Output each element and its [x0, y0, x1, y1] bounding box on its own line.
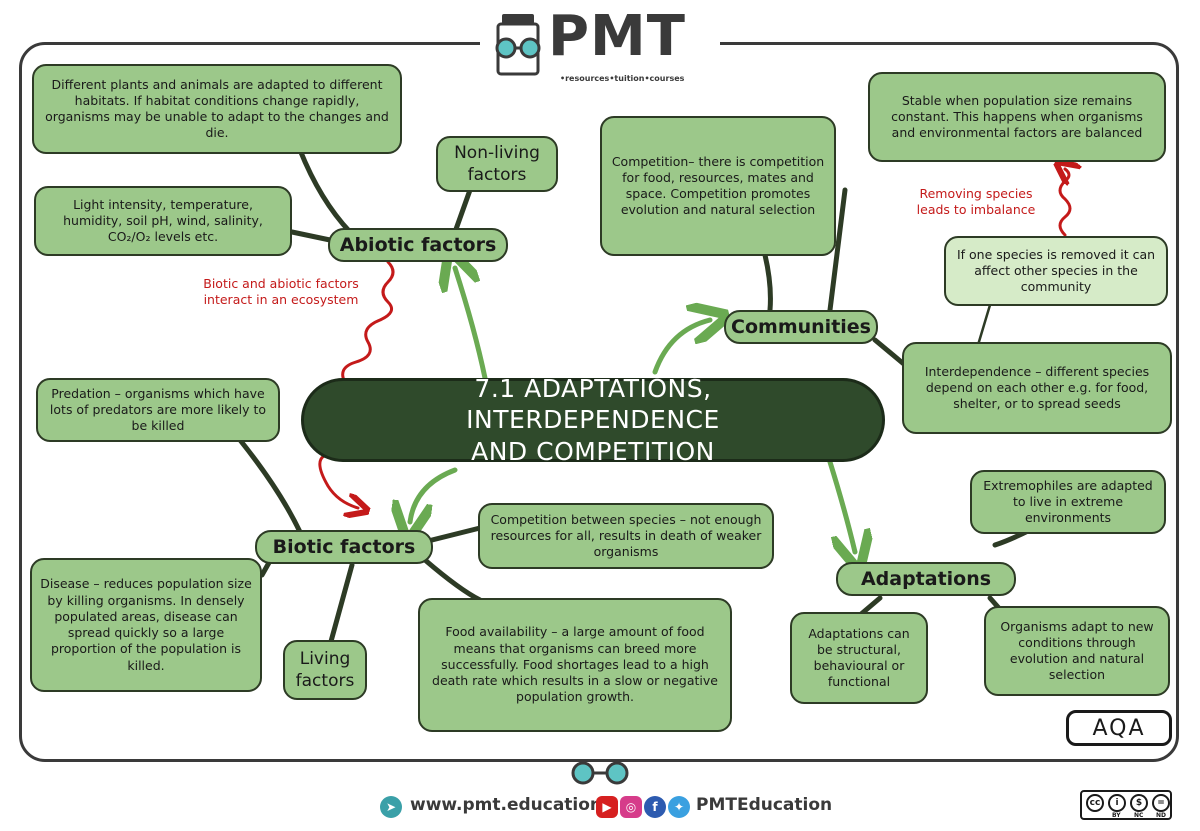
line-living [327, 562, 355, 648]
competition-species-box: Competition between species – not enough… [478, 503, 774, 569]
stable-text: Stable when population size remains cons… [891, 92, 1143, 141]
disease-box: Disease – reduces population size by kil… [30, 558, 262, 692]
twitter-icon[interactable]: ✦ [668, 796, 690, 818]
central-title-line2: AND COMPETITION [471, 436, 715, 466]
cc-label-nc: NC [1134, 812, 1144, 819]
abiotic-examples-box: Light intensity, temperature, humidity, … [34, 186, 292, 256]
adaptations-label: Adaptations [860, 568, 992, 590]
living-text: Living factors [295, 648, 355, 691]
adapt-evolve-box: Organisms adapt to new conditions throug… [984, 606, 1170, 696]
living-box: Living factors [283, 640, 367, 700]
abiotic-examples-text: Light intensity, temperature, humidity, … [63, 196, 263, 245]
social-handle: PMTEducation [696, 795, 833, 815]
website-link[interactable]: www.pmt.education [410, 795, 603, 815]
interdependence-text: Interdependence – different species depe… [924, 363, 1150, 412]
footer-glasses-icon [571, 761, 629, 785]
nd-icon: = [1152, 794, 1170, 812]
extremophiles-text: Extremophiles are adapted to live in ext… [983, 477, 1153, 526]
extremophiles-box: Extremophiles are adapted to live in ext… [970, 470, 1166, 534]
habitats-text: Different plants and animals are adapted… [45, 76, 389, 141]
line-comm-compete [762, 252, 773, 313]
arrow-to-biotic [410, 467, 458, 522]
removing-note-text: Removing species leads to imbalance [916, 186, 1036, 218]
biotic-factors-node: Biotic factors [255, 530, 433, 564]
youtube-icon[interactable]: ▶ [596, 796, 618, 818]
central-title-line1: 7.1 ADAPTATIONS, INTERDEPENDENCE [466, 374, 720, 435]
interdependence-box: Interdependence – different species depe… [902, 342, 1172, 434]
line-nonliving [452, 187, 473, 235]
stable-box: Stable when population size remains cons… [868, 72, 1166, 162]
habitats-box: Different plants and animals are adapted… [32, 64, 402, 154]
exam-board-badge: AQA [1066, 710, 1172, 746]
cc-label-by: BY [1112, 812, 1121, 819]
food-text: Food availability – a large amount of fo… [432, 624, 718, 705]
food-box: Food availability – a large amount of fo… [418, 598, 732, 732]
line-comm-inter [872, 337, 908, 368]
abiotic-factors-label: Abiotic factors [339, 234, 497, 256]
line-food [422, 557, 483, 603]
communities-node: Communities [724, 310, 878, 344]
by-icon: i [1108, 794, 1126, 812]
arrow-to-adaptations [827, 459, 855, 552]
adaptation-types-text: Adaptations can be structural, behaviour… [808, 625, 910, 690]
adaptations-node: Adaptations [836, 562, 1016, 596]
central-topic: 7.1 ADAPTATIONS, INTERDEPENDENCE AND COM… [301, 374, 885, 466]
abiotic-factors-node: Abiotic factors [328, 228, 508, 262]
creative-commons-badge: cc i $ = BY NC ND [1080, 790, 1172, 820]
exam-board-text: AQA [1092, 715, 1146, 741]
instagram-icon[interactable]: ◎ [620, 796, 642, 818]
removing-note: Removing species leads to imbalance [904, 186, 1048, 219]
adaptation-types-box: Adaptations can be structural, behaviour… [790, 612, 928, 704]
biotic-factors-label: Biotic factors [272, 536, 416, 558]
removed-box: If one species is removed it can affect … [944, 236, 1168, 306]
cc-label-nd: ND [1156, 812, 1167, 819]
cursor-icon: ➤ [380, 796, 402, 818]
adapt-evolve-text: Organisms adapt to new conditions throug… [1000, 618, 1154, 683]
competition-box: Competition– there is competition for fo… [600, 116, 836, 256]
competition-text: Competition– there is competition for fo… [611, 153, 825, 218]
communities-label: Communities [731, 316, 871, 338]
predation-text: Predation – organisms which have lots of… [49, 385, 267, 434]
competition-species-text: Competition between species – not enough… [490, 511, 762, 560]
arrow-to-communities [652, 320, 710, 375]
line-competition [429, 525, 483, 543]
interaction-note: Biotic and abiotic factors interact in a… [198, 276, 364, 309]
logo-tagline: •resources•tuition•courses [560, 74, 685, 83]
non-living-box: Non-living factors [436, 136, 558, 192]
interaction-note-text: Biotic and abiotic factors interact in a… [203, 276, 359, 308]
logo-text: PMT [548, 4, 686, 69]
line-predation [237, 437, 303, 535]
line-removed [976, 303, 992, 347]
arrow-to-abiotic [455, 268, 488, 381]
nc-icon: $ [1130, 794, 1148, 812]
predation-box: Predation – organisms which have lots of… [36, 378, 280, 442]
arrow-removing-species [1060, 169, 1070, 237]
facebook-icon[interactable]: f [644, 796, 666, 818]
cc-icon: cc [1086, 794, 1104, 812]
line-examples [289, 229, 333, 243]
line-habitats [297, 147, 353, 235]
line-comm-stable [827, 187, 848, 313]
non-living-text: Non-living factors [454, 142, 540, 185]
glasses-logo-icon [495, 14, 541, 76]
removed-text: If one species is removed it can affect … [956, 246, 1156, 295]
disease-text: Disease – reduces population size by kil… [40, 576, 252, 673]
